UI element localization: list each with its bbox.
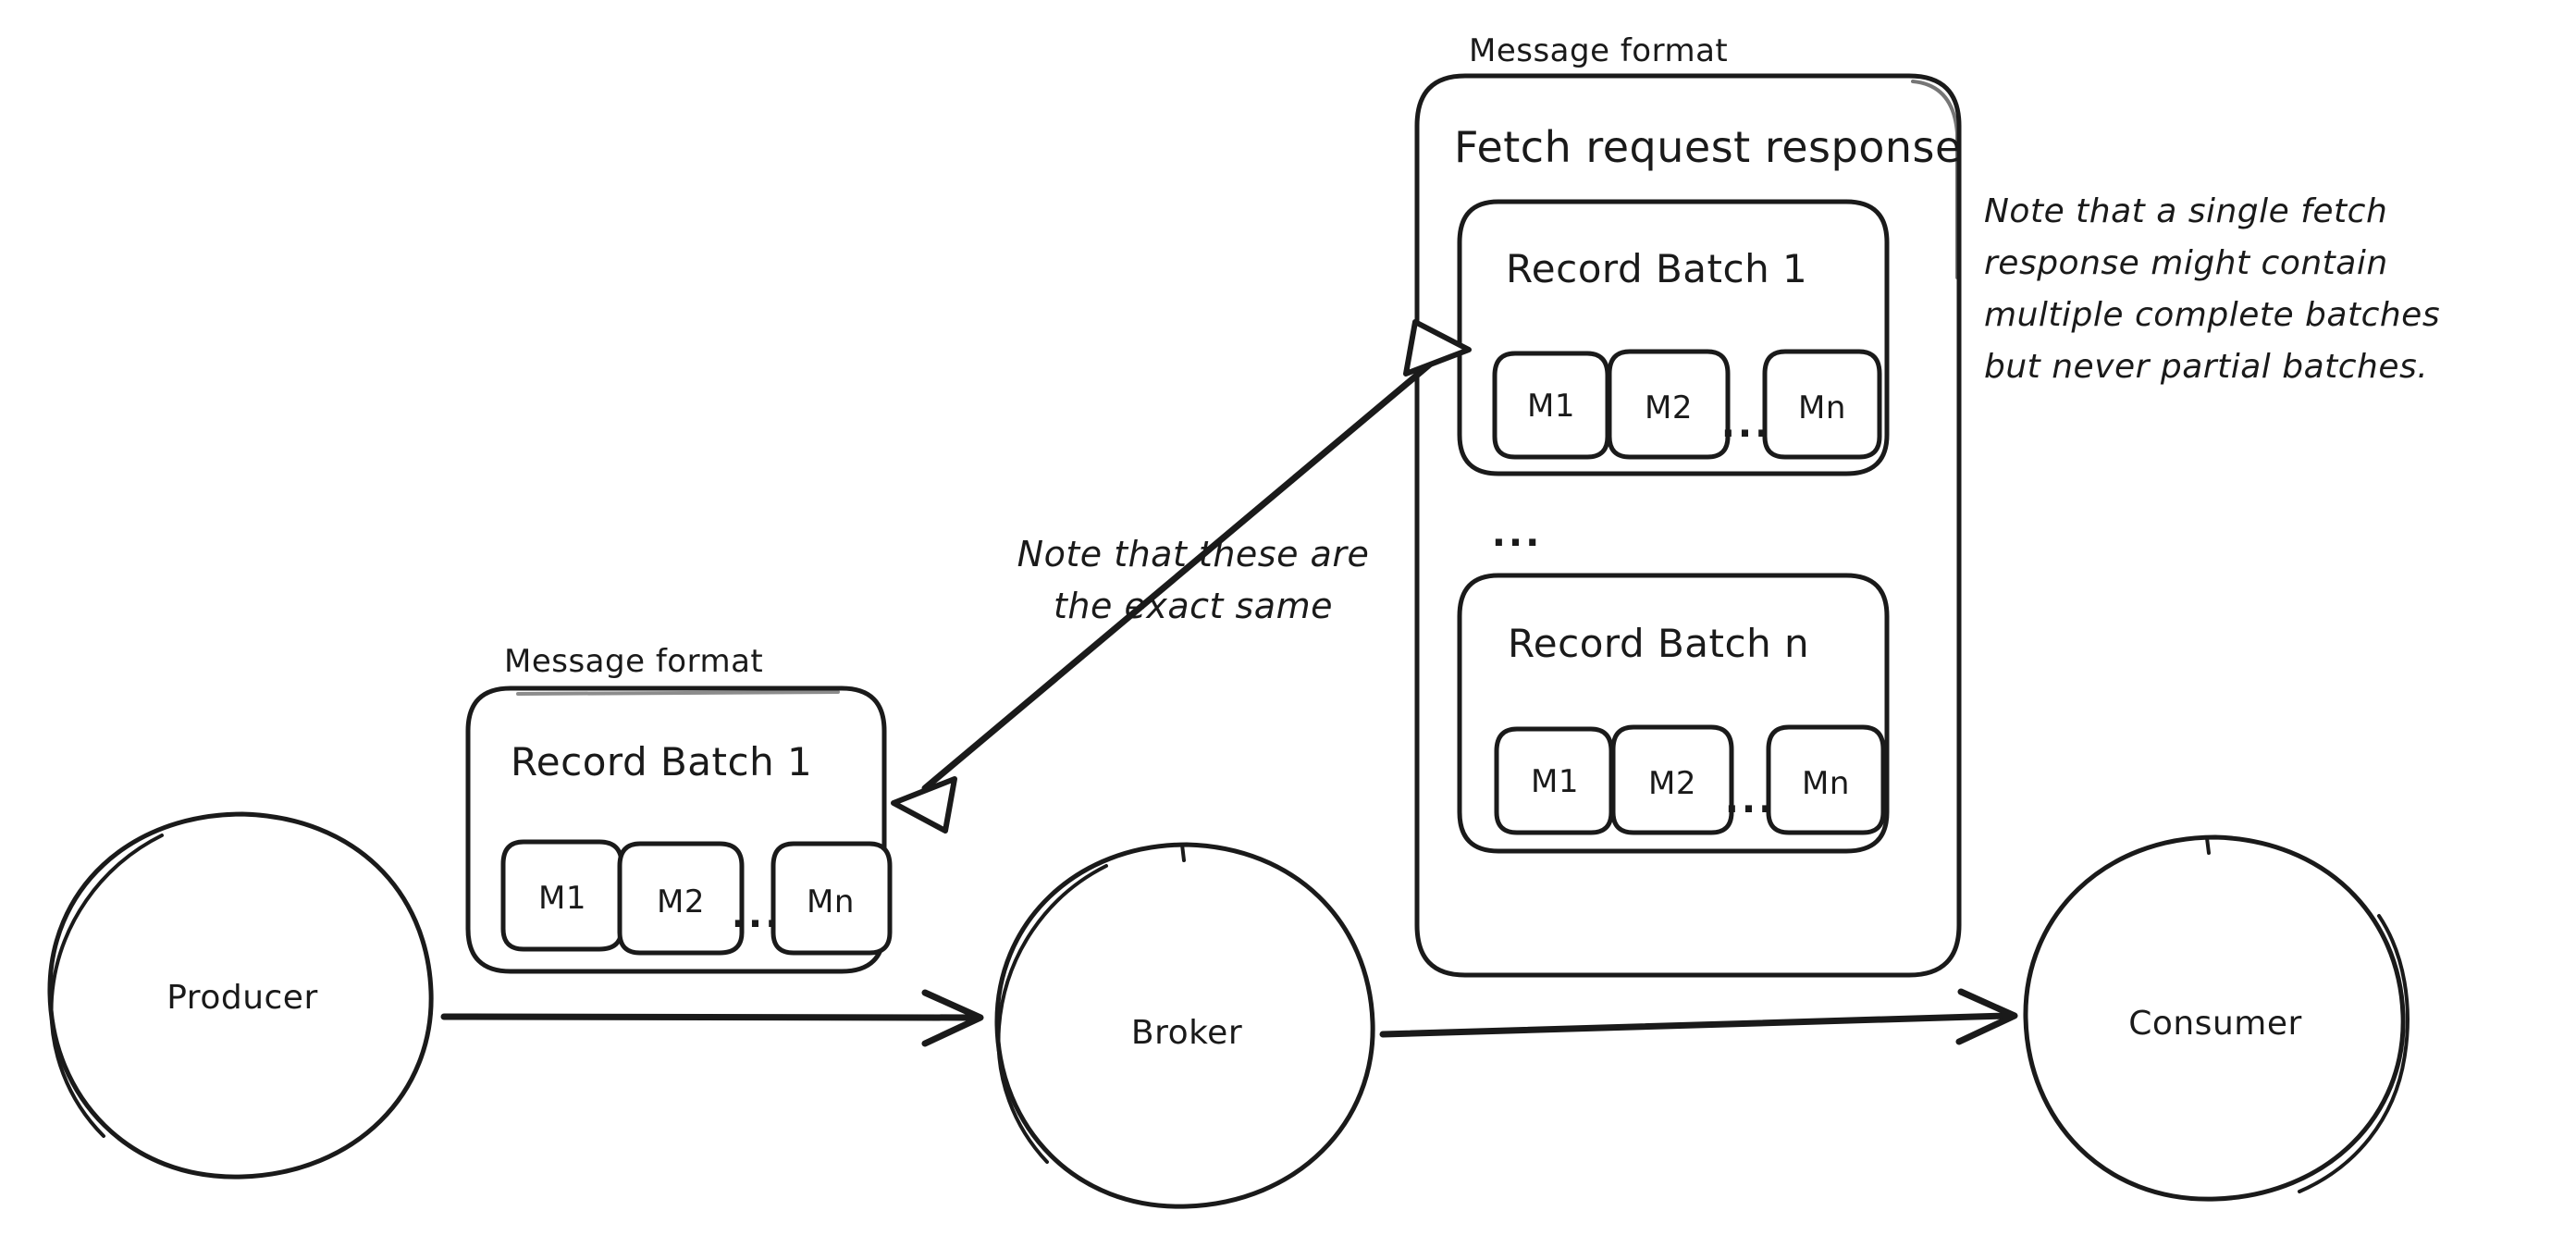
fetch-batch-1-message-m1: M1 xyxy=(1527,388,1575,425)
fetch-batch-n-message-m2: M2 xyxy=(1648,765,1696,802)
fetch-batch-1-message-ellipsis: ... xyxy=(1721,403,1772,446)
producer-message-format-label: Message format xyxy=(504,643,763,680)
exact-same-connector xyxy=(891,319,1472,834)
annotation-exact-same-line2: the exact same xyxy=(1054,586,1333,626)
consumer-label: Consumer xyxy=(2128,1005,2302,1043)
annotation-exact-same-line1: Note that these are xyxy=(1017,534,1370,574)
annotation-fetch-note-line2: response might contain xyxy=(1984,244,2388,282)
fetch-record-batch-1-title: Record Batch 1 xyxy=(1506,246,1807,291)
fetch-batch-n-message-mn: Mn xyxy=(1802,765,1850,802)
producer-message-format-box xyxy=(465,686,887,974)
arrow-producer-to-broker xyxy=(440,989,984,1047)
fetch-request-response-title: Fetch request response xyxy=(1454,122,1962,172)
fetch-batch-1-message-mn: Mn xyxy=(1798,389,1846,426)
fetch-batch-n-message-ellipsis: ... xyxy=(1725,779,1776,821)
arrow-broker-to-consumer xyxy=(1379,988,2018,1045)
producer-label: Producer xyxy=(166,979,318,1017)
fetch-record-batch-1-box xyxy=(1457,199,1890,476)
fetch-record-batch-n-title: Record Batch n xyxy=(1508,621,1809,666)
fetch-batch-1-message-m2: M2 xyxy=(1645,389,1693,426)
fetch-message-format-label: Message format xyxy=(1469,32,1728,69)
fetch-batch-n-message-m1: M1 xyxy=(1531,763,1579,800)
producer-message-ellipsis: ... xyxy=(732,894,783,936)
fetch-between-batches-ellipsis: ... xyxy=(1492,513,1543,555)
producer-message-m1: M1 xyxy=(538,880,586,917)
annotation-fetch-note-line4: but never partial batches. xyxy=(1984,348,2428,386)
broker-label: Broker xyxy=(1131,1014,1242,1052)
producer-record-batch-title: Record Batch 1 xyxy=(511,739,812,784)
producer-message-mn: Mn xyxy=(807,883,855,920)
annotation-fetch-note-line3: multiple complete batches xyxy=(1984,296,2440,334)
annotation-fetch-note-line1: Note that a single fetch xyxy=(1984,192,2387,230)
fetch-record-batch-n-box xyxy=(1457,573,1890,854)
producer-message-m2: M2 xyxy=(657,883,705,920)
